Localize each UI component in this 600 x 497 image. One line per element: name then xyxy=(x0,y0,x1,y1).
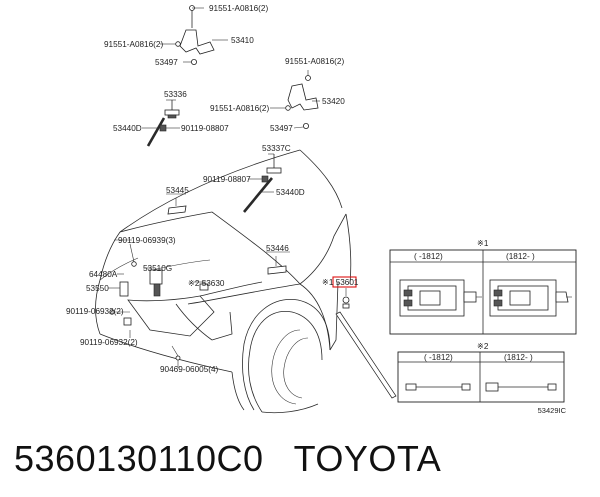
panel2-part-a xyxy=(405,383,471,391)
label-53601: ※1 53601 xyxy=(322,278,359,287)
part-number: 5360130110C0 xyxy=(14,438,264,479)
label-91551-a0816-c: 91551-A0816(2) xyxy=(285,57,344,66)
figure-code: 53429IC xyxy=(538,406,567,415)
car-front-body xyxy=(95,213,347,411)
panel2-col-b: (1812- ) xyxy=(504,353,533,362)
label-53550: 53550 xyxy=(86,284,109,293)
panel2-part-b xyxy=(485,382,557,392)
fender-seal-callout xyxy=(332,276,397,399)
hood-panel xyxy=(99,149,343,285)
label-90119-08807-a: 90119-08807 xyxy=(181,124,229,133)
detail-panel-1: ※1 ( -1812) (1812- ) xyxy=(389,239,577,335)
panel1-col-b: (1812- ) xyxy=(506,252,535,261)
label-91551-a0816-d: 91551-A0816(2) xyxy=(210,104,269,113)
label-53510g: 53510G xyxy=(143,264,172,273)
part-caption: 5360130110C0 TOYOTA xyxy=(14,434,590,484)
label-90119-06939: 90119-06939(3) xyxy=(118,236,176,245)
panel1-part-a xyxy=(399,279,482,317)
brand-name: TOYOTA xyxy=(293,438,442,479)
hood-support-rh xyxy=(242,153,282,213)
label-90469-06005: 90469-06005(4) xyxy=(160,365,219,374)
hood-hinge-lh xyxy=(160,5,228,66)
panel1-col-a: ( -1812) xyxy=(414,252,443,261)
label-90119-08807-b: 90119-08807 xyxy=(203,175,251,184)
label-53630: ※2 53630 xyxy=(188,279,225,288)
panel2-col-a: ( -1812) xyxy=(424,353,453,362)
label-53440d-a: 53440D xyxy=(113,124,142,133)
label-53440d-b: 53440D xyxy=(276,188,305,197)
lock-and-latch-parts xyxy=(108,239,209,368)
label-53497-b: 53497 xyxy=(270,124,293,133)
fender-wheel xyxy=(242,213,352,414)
label-90119-06932-b: 90119-06932(2) xyxy=(80,338,138,347)
hood-hinge-rh xyxy=(270,70,320,130)
label-53420: 53420 xyxy=(322,97,345,106)
label-90119-06932-a: 90119-06932(2) xyxy=(66,307,124,316)
hood-support-lh xyxy=(142,99,180,147)
detail-panel-2: ※2 ( -1812) (1812- ) xyxy=(397,342,565,403)
panel1-mark: ※1 xyxy=(477,239,489,248)
label-53336: 53336 xyxy=(164,90,187,99)
label-91551-a0816-b: 91551-A0816(2) xyxy=(104,40,163,49)
parts-diagram: 91551-A0816(2) 91551-A0816(2) 53410 5349… xyxy=(66,4,577,415)
panel1-part-b xyxy=(489,279,572,317)
label-53410: 53410 xyxy=(231,36,254,45)
label-53337c: 53337C xyxy=(262,144,291,153)
label-53445: 53445 xyxy=(166,186,189,195)
label-64480a: 64480A xyxy=(89,270,118,279)
label-53446: 53446 xyxy=(266,244,289,253)
panel2-mark: ※2 xyxy=(477,342,489,351)
label-91551-a0816-a: 91551-A0816(2) xyxy=(209,4,268,13)
label-53497-a: 53497 xyxy=(155,58,178,67)
